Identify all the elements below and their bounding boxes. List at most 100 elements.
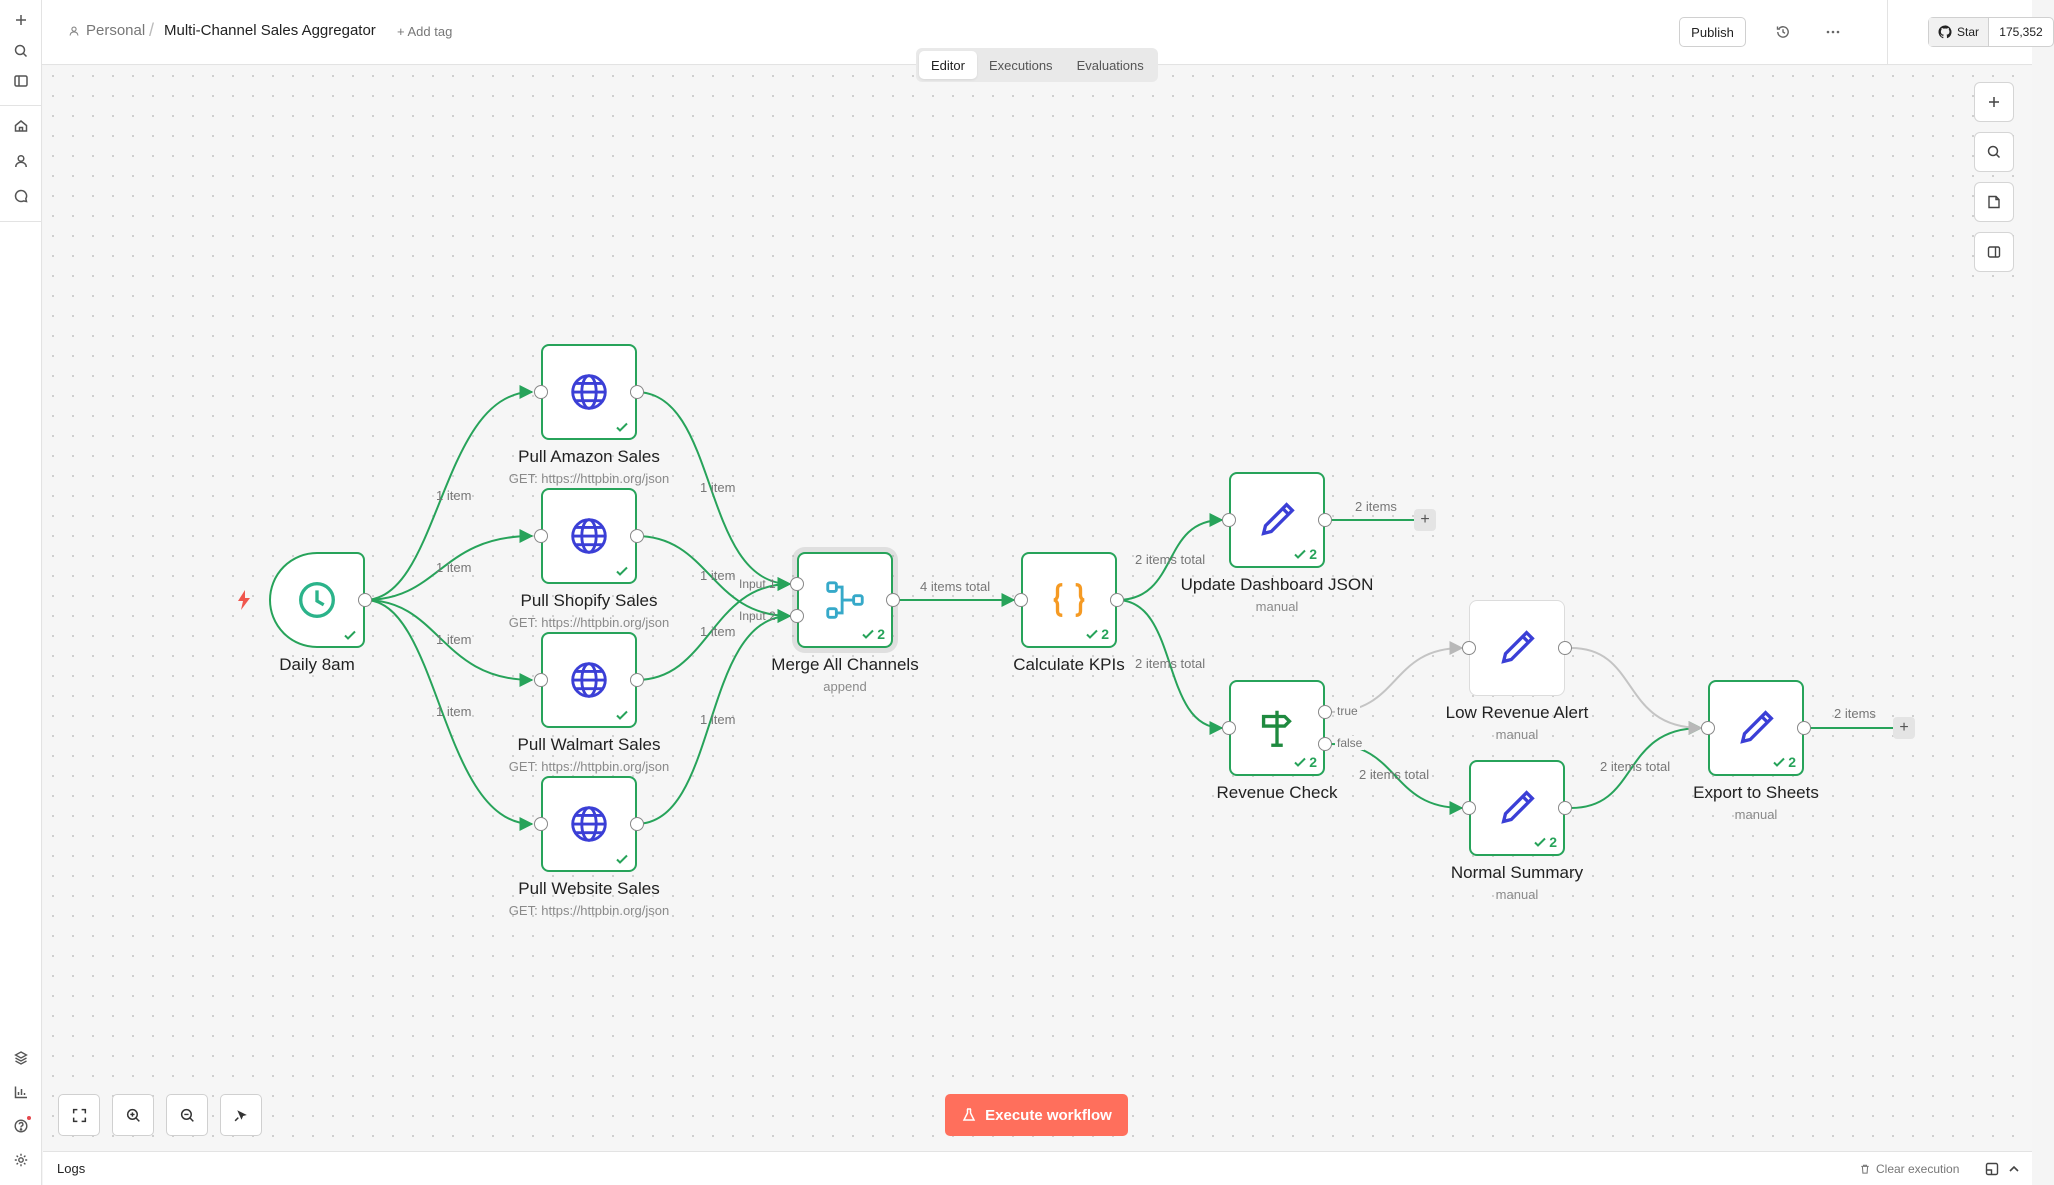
chat-icon[interactable]	[9, 184, 33, 208]
node-label: Calculate KPIs	[1013, 655, 1125, 674]
input-port[interactable]	[1222, 513, 1236, 527]
node-subtitle: GET: https://httpbin.org/json	[508, 759, 670, 774]
tab-editor[interactable]: Editor	[919, 51, 977, 79]
success-check: 2	[1533, 834, 1557, 850]
sticky-note-button[interactable]	[1974, 182, 2014, 222]
header-divider	[1887, 0, 1888, 65]
input-port[interactable]	[790, 577, 804, 591]
left-rail	[0, 0, 42, 1185]
rail-divider	[0, 221, 42, 222]
output-port[interactable]	[1318, 513, 1332, 527]
add-tag-button[interactable]: + Add tag	[397, 24, 453, 39]
help-icon[interactable]	[9, 1114, 33, 1138]
node-normal-summary[interactable]: 2	[1469, 760, 1565, 856]
github-star-label: Star	[1956, 25, 1979, 39]
tab-evaluations[interactable]: Evaluations	[1076, 57, 1144, 73]
success-check	[615, 708, 629, 722]
node-export-to-sheets[interactable]: 2	[1708, 680, 1804, 776]
input-port[interactable]	[1462, 641, 1476, 655]
input-port[interactable]	[534, 817, 548, 831]
input-port[interactable]	[790, 609, 804, 623]
fullscreen-icon	[72, 1108, 86, 1122]
output-port[interactable]	[1558, 641, 1572, 655]
node-merge-all-channels[interactable]: 2	[797, 552, 893, 648]
more-options-icon[interactable]	[1821, 20, 1845, 44]
node-pull-website-sales[interactable]	[541, 776, 637, 872]
github-star-widget[interactable]: Star 175,352	[1928, 17, 2054, 47]
output-port[interactable]	[630, 385, 644, 399]
clear-execution-button[interactable]: Clear execution	[1859, 1162, 1959, 1176]
output-port[interactable]	[630, 529, 644, 543]
workflow-title[interactable]: Multi-Channel Sales Aggregator	[164, 22, 376, 39]
user-icon[interactable]	[9, 149, 33, 173]
side-panel-button[interactable]	[1974, 232, 2014, 272]
output-port[interactable]	[358, 593, 372, 607]
logs-bar[interactable]: Logs Clear execution	[43, 1151, 2032, 1185]
node-label: Revenue Check	[1216, 783, 1338, 802]
node-update-dashboard-json[interactable]: 2	[1229, 472, 1325, 568]
input-port[interactable]	[1701, 721, 1715, 735]
execute-workflow-button[interactable]: Execute workflow	[945, 1094, 1128, 1136]
tab-executions[interactable]: Executions	[988, 57, 1053, 73]
add-node-button[interactable]	[1974, 82, 2014, 122]
node-daily-8am[interactable]	[269, 552, 365, 648]
logs-label[interactable]: Logs	[57, 1161, 86, 1176]
input-port[interactable]	[1014, 593, 1028, 607]
output-port[interactable]	[1110, 593, 1124, 607]
insights-chart-icon[interactable]	[9, 1080, 33, 1104]
zoom-in-button[interactable]	[112, 1094, 154, 1136]
node-revenue-check[interactable]: 2	[1229, 680, 1325, 776]
input-port[interactable]	[1462, 801, 1476, 815]
panel-toggle-icon[interactable]	[9, 69, 33, 93]
history-icon[interactable]	[1771, 20, 1795, 44]
add-node-plus-button[interactable]: +	[1893, 717, 1915, 739]
pencil-icon	[1501, 630, 1535, 664]
output-port[interactable]	[630, 817, 644, 831]
node-pull-walmart-sales[interactable]	[541, 632, 637, 728]
github-star-button[interactable]: Star	[1929, 18, 1989, 46]
true-output-port[interactable]	[1318, 705, 1332, 719]
note-icon	[1988, 195, 2000, 209]
home-icon[interactable]	[9, 114, 33, 138]
search-icon[interactable]	[9, 39, 33, 63]
search-nodes-button[interactable]	[1974, 132, 2014, 172]
input-port[interactable]	[1222, 721, 1236, 735]
input-port[interactable]	[534, 529, 548, 543]
signpost-icon	[1261, 710, 1292, 747]
trigger-bolt-icon	[238, 590, 250, 610]
plus-icon[interactable]	[9, 8, 33, 32]
panel-icon	[1987, 246, 2001, 258]
input-port[interactable]	[534, 673, 548, 687]
pop-out-icon[interactable]	[1984, 1161, 2000, 1177]
settings-gear-icon[interactable]	[9, 1148, 33, 1172]
globe-icon	[571, 662, 607, 698]
output-port[interactable]	[1558, 801, 1572, 815]
node-low-revenue-alert[interactable]	[1469, 600, 1565, 696]
false-output-port[interactable]	[1318, 737, 1332, 751]
merge-icon	[826, 581, 864, 619]
node-pull-amazon-sales[interactable]	[541, 344, 637, 440]
output-port[interactable]	[1797, 721, 1811, 735]
input-port[interactable]	[534, 385, 548, 399]
node-pull-shopify-sales[interactable]	[541, 488, 637, 584]
templates-icon[interactable]	[9, 1046, 33, 1070]
node-calculate-kpis[interactable]: 2	[1021, 552, 1117, 648]
output-port[interactable]	[630, 673, 644, 687]
publish-button[interactable]: Publish	[1679, 17, 1746, 47]
output-port[interactable]	[886, 593, 900, 607]
zoom-out-button[interactable]	[166, 1094, 208, 1136]
success-check	[343, 628, 357, 642]
node-label: Pull Shopify Sales	[520, 591, 658, 610]
add-node-plus-button[interactable]: +	[1414, 509, 1436, 531]
plus-icon	[1989, 97, 1999, 107]
tidy-up-button[interactable]	[220, 1094, 262, 1136]
fit-view-button[interactable]	[58, 1094, 100, 1136]
edge-label: 1 item	[436, 560, 472, 575]
breadcrumb-project[interactable]: Personal	[68, 22, 145, 39]
edge-daily-walmart	[364, 599, 534, 687]
node-subtitle: manual	[1495, 727, 1539, 742]
edge-label: 2 items total	[1135, 656, 1206, 671]
pencil-icon	[1501, 790, 1535, 824]
chevron-up-icon[interactable]	[2006, 1161, 2022, 1177]
run-count: 2	[1549, 834, 1557, 850]
